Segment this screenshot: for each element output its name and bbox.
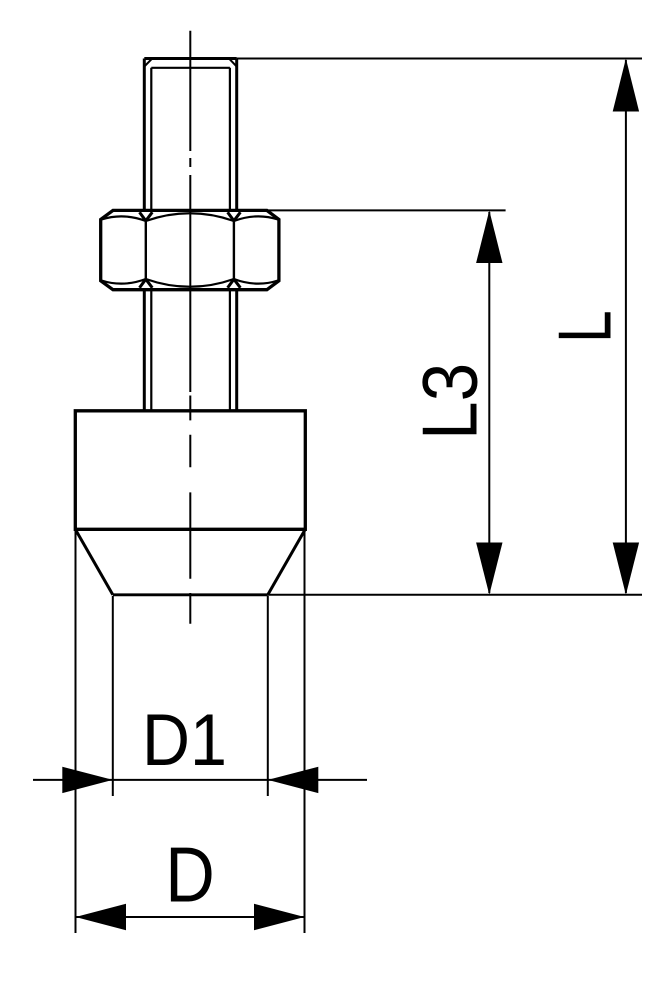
svg-text:D1: D1 bbox=[142, 699, 227, 781]
svg-text:L3: L3 bbox=[406, 363, 494, 440]
svg-text:L: L bbox=[544, 310, 627, 343]
svg-text:D: D bbox=[165, 830, 215, 918]
